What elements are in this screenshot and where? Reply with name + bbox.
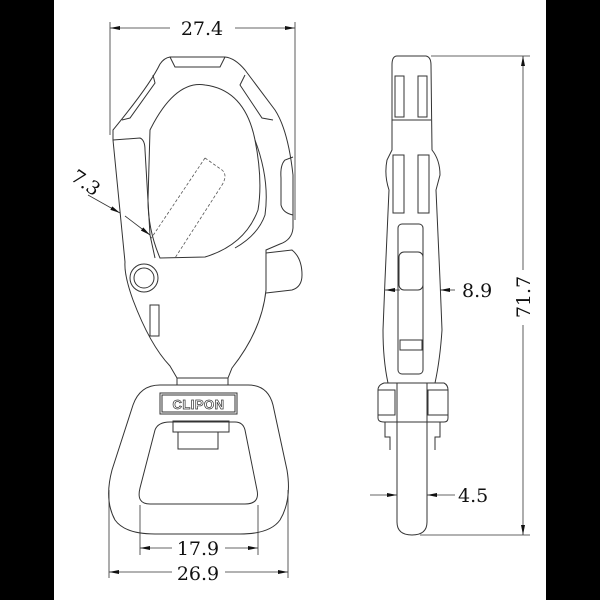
dim-overall-length: 71.7 [513,276,535,318]
side-plate-right [427,389,449,416]
dimension-overall-width: 27.4 [109,18,296,220]
side-grips [392,75,431,214]
inner-opening-rim [234,139,267,249]
side-body-outline [382,55,443,384]
dimension-side-ring: 4.5 [370,485,488,507]
dimension-overall-length: 71.7 [420,55,535,536]
dimension-gate-opening: 7.3 [67,165,151,236]
side-view [377,55,449,536]
dimension-side-body: 8.9 [385,280,492,302]
dim-side-body: 8.9 [462,280,492,302]
brand-logo-text: CLIPON [172,397,224,412]
inner-opening [147,84,261,259]
trigger [265,249,303,294]
rivet-inner [133,267,155,289]
brand-plate-inner [161,394,236,413]
slot [149,304,160,337]
side-trigger [398,251,424,291]
side-collar [377,382,449,423]
front-view: CLIPON [108,56,303,535]
brand-plate [159,392,238,415]
swivel-ring-inner [138,421,258,505]
gate [112,137,156,259]
hook-body-outline [112,56,294,379]
right-grip [239,74,274,121]
dashed-spring [149,157,226,259]
dim-ring-inner: 17.9 [177,538,219,560]
dim-overall-width: 27.4 [181,18,223,40]
swivel-stub-inner [177,431,219,450]
dimension-ring-inner: 17.9 [139,505,259,560]
side-latch [399,339,423,351]
rivet-outer [129,263,159,293]
side-gate [397,223,424,375]
top-grip [169,56,226,68]
side-shank [396,383,428,536]
swivel-ring-outer [108,384,289,535]
dim-ring-outer: 26.9 [177,563,219,585]
swivel-stub [172,420,230,433]
left-grip [121,74,156,121]
dimension-ring-outer: 26.9 [108,490,289,585]
drawing-sheet [54,0,546,600]
side-grip [280,156,294,216]
side-legs [384,422,441,450]
dim-gate-opening: 7.3 [67,165,104,200]
side-plate-left [377,389,396,416]
dim-side-ring: 4.5 [458,485,488,507]
neck [176,378,229,385]
